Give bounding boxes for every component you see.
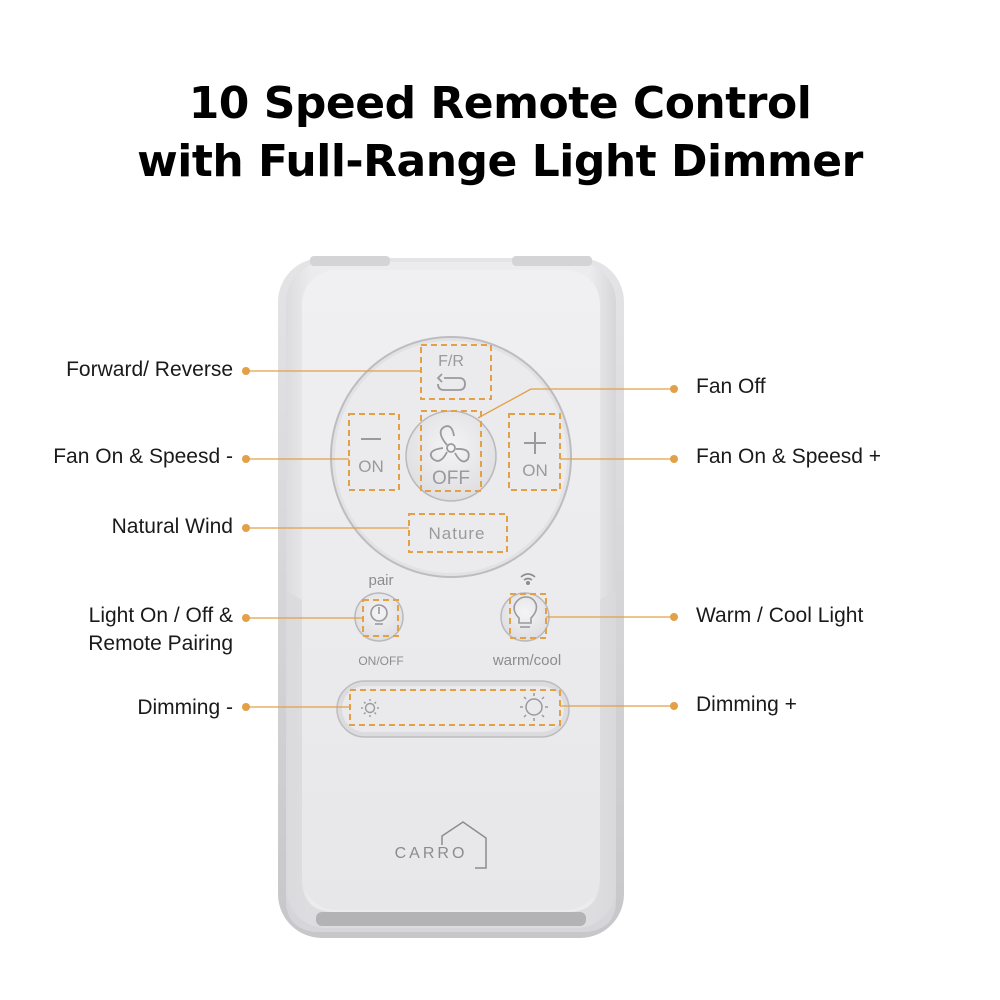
brand-text: CARRO <box>395 845 468 862</box>
wifi-icon <box>520 573 536 585</box>
nature-text: Nature <box>428 524 485 543</box>
fr-text: F/R <box>438 353 464 370</box>
warm-cool-button[interactable] <box>500 592 550 642</box>
carro-house-logo <box>441 821 487 869</box>
warmcool-text: warm/cool <box>492 652 561 669</box>
plus-icon <box>524 432 546 454</box>
label-fan-on-speed-minus: Fan On & Speesd - <box>53 445 233 468</box>
label-natural-wind: Natural Wind <box>111 515 233 538</box>
label-dimming-plus: Dimming + <box>696 693 797 716</box>
light-onoff-button[interactable] <box>354 592 404 642</box>
sun-large-icon <box>520 693 548 721</box>
label-remote-pairing: Remote Pairing <box>88 632 233 655</box>
onoff-text: ON/OFF <box>358 654 403 668</box>
off-text: OFF <box>432 468 470 489</box>
title-line-2: with Full-Range Light Dimmer <box>137 136 863 187</box>
label-warm-cool: Warm / Cool Light <box>696 604 864 627</box>
label-light-on-off: Light On / Off & <box>88 604 233 627</box>
power-bulb-icon <box>370 604 388 625</box>
fan-icon <box>429 425 470 463</box>
leader-lines <box>246 370 674 708</box>
leader-dots <box>242 367 678 711</box>
bulb-icon <box>513 596 538 628</box>
title-line-1: 10 Speed Remote Control <box>188 78 812 129</box>
pair-text: pair <box>368 572 393 589</box>
reverse-icon <box>436 373 466 391</box>
highlight-boxes <box>348 344 561 726</box>
sun-small-icon <box>361 699 379 717</box>
label-dimming-minus: Dimming - <box>137 696 233 719</box>
label-fan-on-speed-plus: Fan On & Speesd + <box>696 445 882 468</box>
label-forward-reverse: Forward/ Reverse <box>66 358 233 381</box>
label-fan-off: Fan Off <box>696 375 766 398</box>
plus-on-text: ON <box>522 461 548 480</box>
minus-on-text: ON <box>358 457 384 476</box>
